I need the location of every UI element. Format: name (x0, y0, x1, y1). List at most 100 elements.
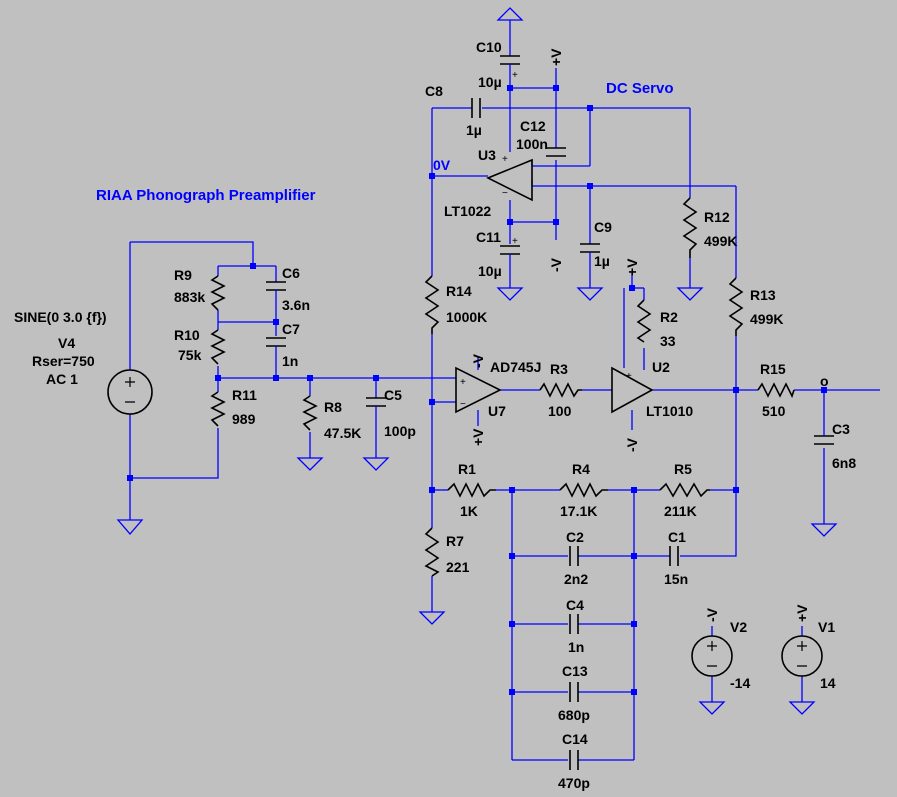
resistor-r14 (424, 275, 440, 334)
resistor-r13 (728, 277, 744, 336)
r13-ref: R13 (750, 287, 776, 303)
r8-value: 47.5K (324, 425, 361, 441)
c10-value: 10µ (478, 74, 502, 90)
r9-ref: R9 (174, 267, 192, 283)
c12-value: 100n (516, 136, 548, 152)
c7-ref: C7 (282, 321, 300, 337)
r8-ref: R8 (324, 399, 342, 415)
c7-value: 1n (282, 353, 298, 369)
r13-value: 499K (750, 311, 783, 327)
u3-plus: + (502, 154, 508, 165)
u2-ref: U2 (652, 359, 670, 375)
v1-value: 14 (820, 675, 836, 691)
rail-label-u2-neg: -V (624, 437, 640, 452)
source-v4 (107, 369, 153, 415)
resistor-r8 (302, 395, 318, 431)
c12-ref: C12 (520, 118, 546, 134)
resistor-r2 (636, 299, 652, 343)
v1-ref: V1 (818, 619, 835, 635)
c3-ref: C3 (832, 421, 850, 437)
source-v2 (691, 635, 733, 677)
r4-ref: R4 (572, 461, 590, 477)
capacitor-c6 (266, 281, 286, 291)
c1-ref: C1 (668, 529, 686, 545)
r7-value: 221 (446, 559, 470, 575)
r15-ref: R15 (760, 361, 786, 377)
r3-ref: R3 (550, 361, 568, 377)
capacitor-c7 (266, 337, 286, 347)
source-v1 (781, 635, 823, 677)
c1-value: 15n (664, 571, 688, 587)
capacitor-c11 (500, 245, 520, 255)
r3-value: 100 (548, 403, 572, 419)
capacitor-c8 (471, 98, 481, 118)
c6-value: 3.6n (282, 297, 310, 313)
resistor-r1 (447, 482, 496, 498)
resistor-r15 (757, 382, 795, 399)
c14-value: 470p (558, 775, 590, 791)
rail-labels: +V -V +V -V -V +V -V +V (470, 48, 810, 622)
rail-label-u7-neg: -V (470, 353, 486, 368)
c11-ref: C11 (476, 229, 501, 245)
capacitor-c1 (669, 546, 679, 566)
rail-label-c12-pos: +V (548, 48, 564, 66)
c2-value: 2n2 (564, 571, 588, 587)
c4-value: 1n (568, 639, 584, 655)
polarity-marks: + + + − + − + (460, 70, 632, 410)
resistor-r7 (424, 527, 440, 577)
u7-minus: − (460, 399, 466, 410)
r4-value: 17.1K (560, 503, 597, 519)
capacitor-c13 (569, 682, 579, 702)
rail-label-v2: -V (704, 607, 720, 622)
r15-value: 510 (762, 403, 786, 419)
title-riaa: RIAA Phonograph Preamplifier (96, 187, 316, 204)
v2-ref: V2 (730, 619, 747, 635)
r10-value: 75k (178, 347, 202, 363)
r1-ref: R1 (458, 461, 476, 477)
c4-ref: C4 (566, 597, 584, 613)
r14-value: 1000K (446, 309, 487, 325)
r1-value: 1K (460, 503, 478, 519)
v2-value: -14 (730, 675, 750, 691)
resistor-r4 (559, 482, 608, 498)
c13-ref: C13 (562, 663, 588, 679)
c10-ref: C10 (476, 39, 502, 55)
u3-ref: U3 (478, 147, 496, 163)
c10-plus: + (512, 70, 518, 81)
c11-plus: + (512, 236, 518, 247)
net-label-0v: 0V (433, 157, 451, 173)
r10-ref: R10 (174, 327, 200, 343)
capacitor-c4 (569, 614, 579, 634)
voltage-sources (107, 369, 823, 677)
opamp-u2 (611, 366, 654, 414)
capacitor-c14 (569, 750, 579, 770)
r11-value: 989 (232, 411, 256, 427)
rail-label-u2-pos: +V (624, 258, 640, 276)
c11-value: 10µ (478, 263, 502, 279)
capacitor-c10 (500, 55, 520, 65)
title-dc-servo: DC Servo (606, 80, 674, 97)
capacitor-c9 (580, 243, 600, 253)
junctions (127, 85, 827, 695)
v4-ac: AC 1 (46, 371, 78, 387)
v4-ref: V4 (58, 335, 75, 351)
r9-value: 883k (174, 289, 205, 305)
c14-ref: C14 (562, 731, 588, 747)
resistor-r9 (210, 275, 226, 311)
resistor-r10 (210, 329, 226, 365)
capacitors (266, 55, 834, 770)
v4-spec: SINE(0 3.0 {f}) (14, 309, 107, 325)
opamp-u7 (455, 366, 502, 414)
resistor-r3 (539, 382, 582, 398)
u7-ref: U7 (488, 403, 506, 419)
u7-plus: + (460, 377, 466, 388)
c9-value: 1µ (594, 253, 610, 269)
c2-ref: C2 (566, 529, 584, 545)
c6-ref: C6 (282, 265, 300, 281)
u2-part: LT1010 (646, 403, 693, 419)
c9-ref: C9 (594, 219, 612, 235)
c3-value: 6n8 (832, 455, 856, 471)
u2-plus: + (626, 371, 632, 382)
